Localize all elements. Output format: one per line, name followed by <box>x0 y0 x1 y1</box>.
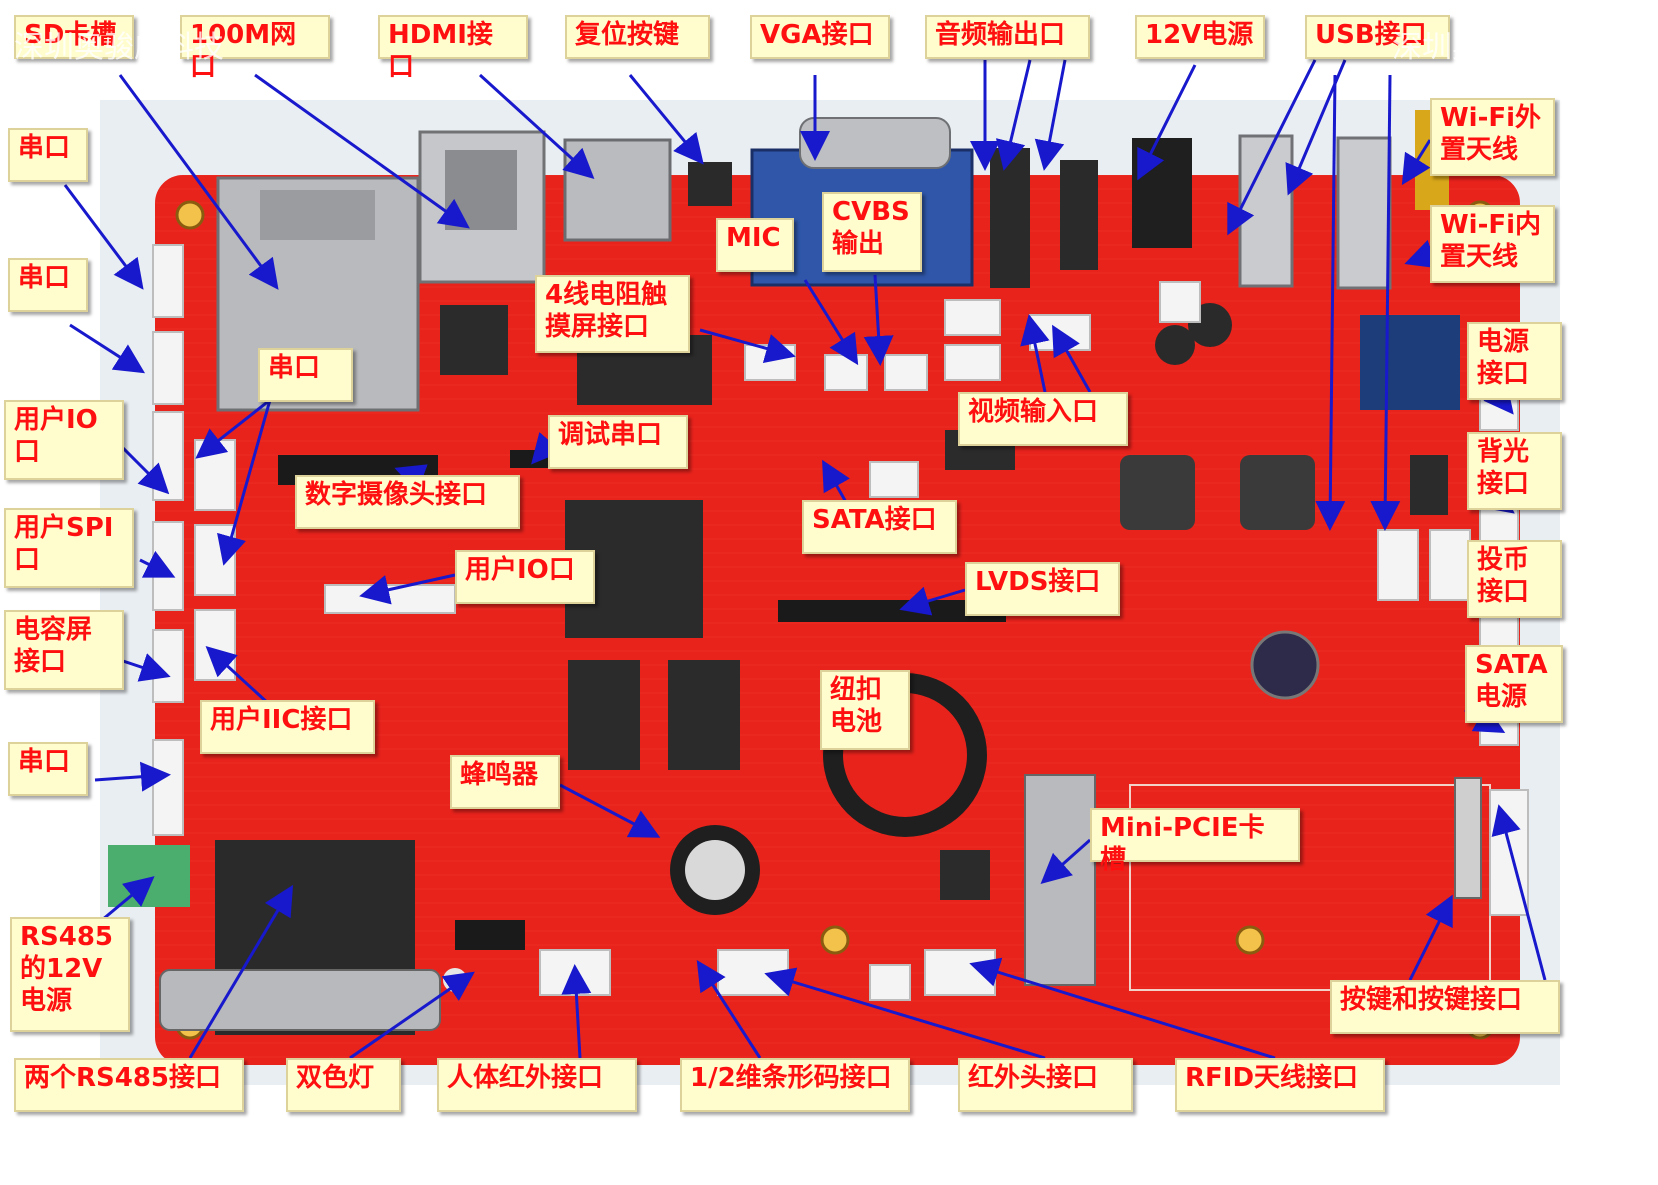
arrow-barcode-0 <box>696 959 762 1059</box>
arrow-user-io-mid-0 <box>359 573 456 605</box>
callout-coin: 投币 接口 <box>1467 540 1562 618</box>
arrow-mic-0 <box>803 279 859 366</box>
arrow-usb-2 <box>1315 74 1346 531</box>
arrow-ir-head-0 <box>764 967 1046 1060</box>
callout-bicolor-led: 双色灯 <box>286 1058 401 1112</box>
arrow-resistive-touch-0 <box>699 328 796 364</box>
callout-pir: 人体红外接口 <box>437 1058 637 1112</box>
callout-mic: MIC <box>716 218 794 272</box>
arrow-keys-0 <box>1408 894 1453 981</box>
callout-user-spi: 用户SPI 口 <box>4 508 134 588</box>
callout-barcode: 1/2维条形码接口 <box>680 1058 910 1112</box>
callout-ethernet-100m: 100M网口 <box>180 15 330 82</box>
callout-button-battery: 纽扣 电池 <box>820 670 910 750</box>
arrow-pir-0 <box>561 964 592 1059</box>
callout-backlight: 背光 接口 <box>1467 432 1562 510</box>
arrow-usb-1 <box>1285 59 1347 196</box>
arrow-keys-1 <box>1491 804 1547 981</box>
arrow-video-in-1 <box>1052 324 1092 393</box>
arrow-cap-touch-0 <box>119 653 171 682</box>
reset-button <box>688 162 732 206</box>
arrow-serial-2-0 <box>69 323 146 374</box>
callout-rs485-12v: RS485 的12V 电源 <box>10 917 130 1032</box>
callout-sd-card-slot: SD卡槽 <box>14 15 134 59</box>
watermark-bottom-right: 深圳奥骏威科技 <box>1392 1146 1602 1181</box>
white-connectors <box>152 244 1529 1001</box>
callout-hdmi: HDMI接口 <box>378 15 528 82</box>
callout-debug-serial: 调试串口 <box>548 415 688 469</box>
callout-dual-rs485: 两个RS485接口 <box>14 1058 244 1112</box>
wifi-module <box>1360 315 1460 410</box>
arrow-audio-out-1 <box>995 59 1032 171</box>
arrow-usb-0 <box>1227 59 1317 236</box>
callout-reset-key: 复位按键 <box>565 15 710 59</box>
arrow-ethernet-100m-0 <box>254 73 470 229</box>
key-buttons <box>1454 777 1482 899</box>
arrow-buzzer-0 <box>559 783 661 838</box>
callout-mini-pcie: Mini-PCIE卡槽 <box>1090 808 1300 875</box>
arrow-user-iic-0 <box>205 645 272 707</box>
callout-power-12v: 12V电源 <box>1135 15 1265 59</box>
arrow-serial-mid-0 <box>195 398 271 459</box>
callout-video-in: 视频输入口 <box>958 392 1128 446</box>
arrow-serial-mid-1 <box>217 399 272 566</box>
arrow-rfid-0 <box>969 957 1276 1060</box>
usb-port-2 <box>1336 136 1392 290</box>
arrow-wifi-ext-antenna-0 <box>1401 139 1432 186</box>
callout-user-iic: 用户IIC接口 <box>200 700 375 754</box>
callout-user-io-left: 用户IO 口 <box>4 400 124 480</box>
arrow-video-in-0 <box>1020 314 1050 393</box>
callout-sata: SATA接口 <box>802 500 957 554</box>
callout-keys: 按键和按键接口 <box>1330 980 1560 1034</box>
callout-vga: VGA接口 <box>750 15 890 59</box>
callout-usb: USB接口 <box>1305 15 1450 59</box>
callout-ir-head: 红外头接口 <box>958 1058 1133 1112</box>
arrow-reset-key-0 <box>628 74 704 165</box>
arrow-bicolor-led-0 <box>349 971 475 1060</box>
ram-chip-2 <box>668 660 740 770</box>
arrow-hdmi-0 <box>478 73 595 180</box>
audio-jacks <box>990 148 1030 288</box>
callout-cvbs-out: CVBS 输出 <box>822 192 922 272</box>
callout-serial-3: 串口 <box>8 742 88 796</box>
callout-serial-2: 串口 <box>8 258 88 312</box>
arrow-user-spi-0 <box>139 550 176 578</box>
callout-serial-1: 串口 <box>8 128 88 182</box>
arrow-dual-rs485-0 <box>188 884 294 1059</box>
callout-power-port: 电源 接口 <box>1467 322 1562 400</box>
callout-wifi-ext-antenna: Wi-Fi外 置天线 <box>1430 98 1555 176</box>
arrow-serial-1-0 <box>63 184 144 290</box>
callout-user-io-mid: 用户IO口 <box>455 550 595 604</box>
arrow-usb-3 <box>1370 74 1401 531</box>
watermark-top-right: 深圳奥骏威科技 <box>1392 30 1602 65</box>
arrow-audio-out-2 <box>1034 59 1067 171</box>
arrow-wifi-int-antenna-0 <box>1404 239 1438 269</box>
watermark-top-left: 深圳奥骏威科技 <box>14 30 224 65</box>
callout-lvds: LVDS接口 <box>965 562 1120 616</box>
callout-wifi-int-antenna: Wi-Fi内 置天线 <box>1430 205 1555 283</box>
callout-cap-touch: 电容屏 接口 <box>4 610 124 690</box>
lvds-header <box>778 600 1006 622</box>
arrow-mini-pcie-0 <box>1040 838 1091 884</box>
callout-buzzer: 蜂鸣器 <box>450 755 560 809</box>
arrow-cvbs-out-0 <box>863 274 894 366</box>
arrow-serial-3-0 <box>94 761 171 792</box>
arrow-user-io-left-0 <box>118 443 170 495</box>
callout-serial-mid: 串口 <box>258 348 353 402</box>
arrow-lvds-0 <box>899 586 966 616</box>
callout-sata-power: SATA 电源 <box>1465 645 1563 723</box>
arrow-power-12v-0 <box>1137 64 1197 181</box>
arrow-sd-card-slot-0 <box>118 74 279 290</box>
ram-chip-1 <box>568 660 640 770</box>
callout-resistive-touch: 4线电阻触 摸屏接口 <box>535 275 690 353</box>
arrow-debug-serial-0 <box>531 432 563 465</box>
callout-rfid: RFID天线接口 <box>1175 1058 1385 1112</box>
callout-camera: 数字摄像头接口 <box>295 475 520 529</box>
watermark-bottom-left: 深圳奥骏威科技 <box>14 1146 224 1181</box>
callout-audio-out: 音频输出口 <box>925 15 1090 59</box>
